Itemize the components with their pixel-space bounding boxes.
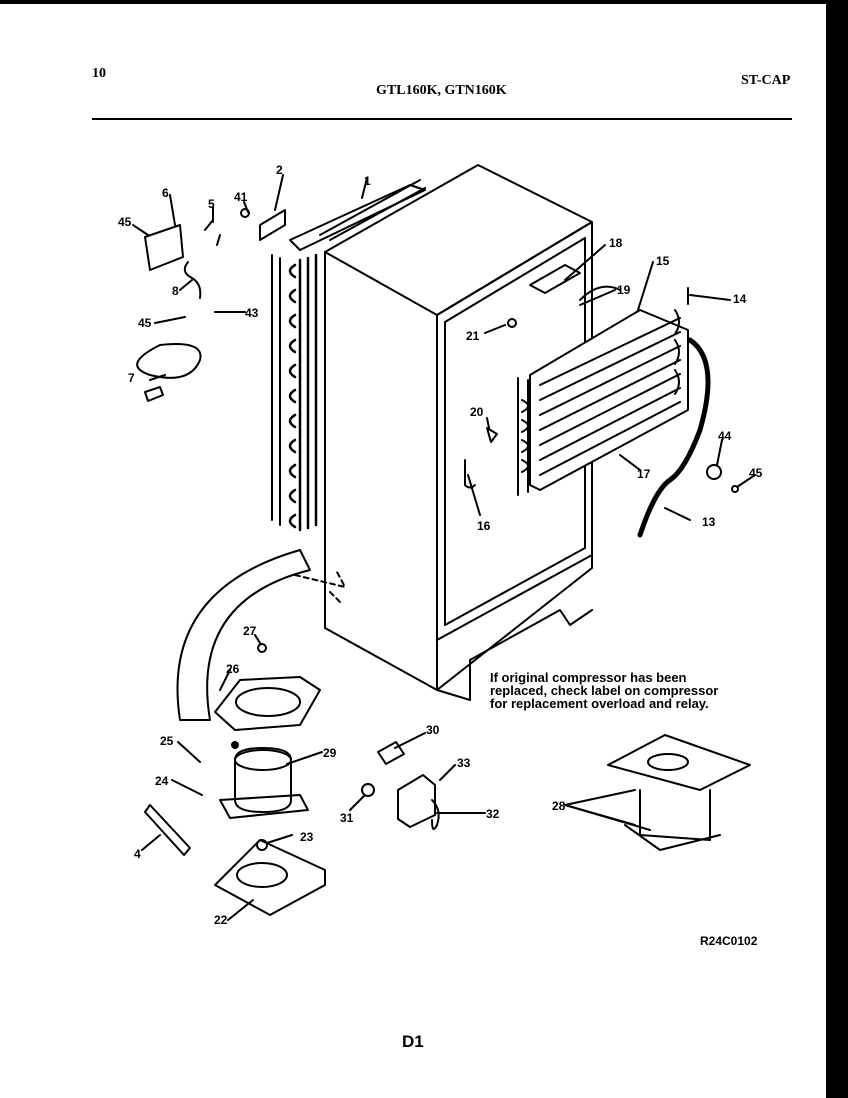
callout-17: 17 [637,467,651,481]
header-rule [92,118,792,120]
scan-border-top [0,0,848,4]
callout-20: 20 [470,405,484,419]
callout-27: 27 [243,624,257,638]
curved-arrow [176,549,311,721]
compressor-note: If original compressor has been replaced… [490,670,719,711]
callout-45: 45 [118,215,132,229]
callout-22: 22 [214,913,228,927]
drain-pan [214,676,321,731]
condenser-coil [271,179,426,532]
callout-8: 8 [172,284,179,298]
evaporator-coil [517,309,689,496]
page-footer: D1 [402,1032,424,1051]
model-numbers: GTL160K, GTN160K [376,83,507,98]
callout-32: 32 [486,807,500,821]
callout-15: 15 [656,254,670,268]
callout-5: 5 [208,197,215,211]
callout-14: 14 [733,292,747,306]
callout-6: 6 [162,186,169,200]
callout-1: 1 [364,174,371,188]
capacitor [144,804,191,856]
drawing-code: R24C0102 [700,934,758,948]
callout-21: 21 [466,329,480,343]
callout-2: 2 [276,163,283,177]
callout-4: 4 [134,847,141,861]
callout-19: 19 [617,283,631,297]
page-number: 10 [92,66,106,81]
bracket-2 [259,209,286,241]
callout-23: 23 [300,830,314,844]
callout-7: 7 [128,371,135,385]
callout-31: 31 [340,811,354,825]
bracket-part [144,224,184,271]
callout-13: 13 [702,515,716,529]
compressor [219,747,309,819]
callout-25: 25 [160,734,174,748]
callout-45-c: 45 [749,466,763,480]
section-code: ST-CAP [741,73,791,88]
callout-18: 18 [609,236,623,250]
callout-16: 16 [477,519,491,533]
callout-43: 43 [245,306,259,320]
compressor-base [214,839,326,916]
callout-30: 30 [426,723,440,737]
callout-24: 24 [155,774,169,788]
callout-33: 33 [457,756,471,770]
callout-44: 44 [718,429,732,443]
drain-hose [637,337,711,538]
compressor-mount-assembly [607,734,751,851]
scan-border-right [826,0,848,1098]
callout-28: 28 [552,799,566,813]
callout-41: 41 [234,190,248,204]
power-cord [136,343,202,379]
callout-29: 29 [323,746,337,760]
callout-26: 26 [226,662,240,676]
callout-45-b: 45 [138,316,152,330]
